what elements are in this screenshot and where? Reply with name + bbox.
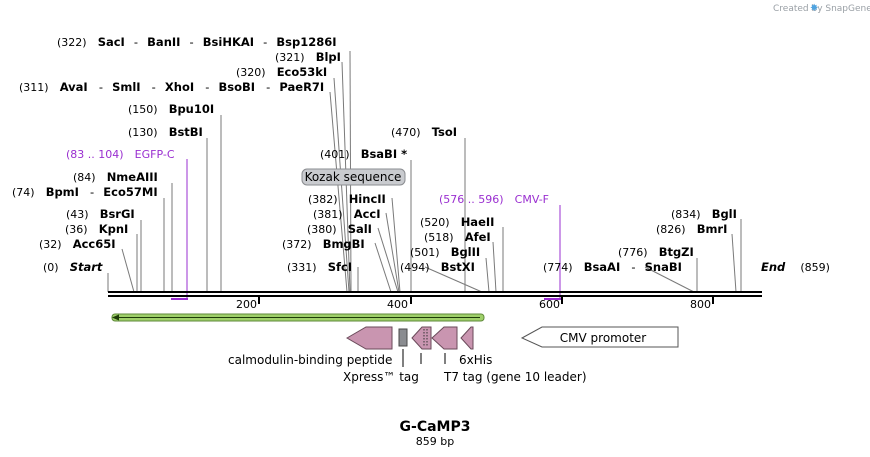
snapgene-logo-icon: ✸	[810, 3, 818, 14]
cmv-promoter-label: CMV promoter	[560, 331, 647, 345]
xpress-tag-label: Xpress™ tag	[343, 370, 419, 384]
t7-tag-label: T7 tag (gene 10 leader)	[443, 370, 587, 384]
enzyme-label-haeII: (520) HaeII	[420, 211, 494, 230]
enzyme-label-bglI: (834) BglI	[671, 203, 737, 222]
his-tag-arrow[interactable]	[431, 326, 458, 350]
sequence-backbone	[108, 291, 762, 304]
enzyme-label-nmeAIII: (84) NmeAIII	[73, 166, 158, 185]
enzyme-label-bsrGI: (43) BsrGI	[66, 203, 135, 222]
enzyme-label-accI: (381) AccI	[313, 203, 381, 222]
his-tag-label: 6xHis	[459, 353, 492, 367]
sequence-end-label: End (859)	[761, 256, 830, 275]
enzyme-label-bpu10I: (150) Bpu10I	[128, 98, 214, 117]
kozak-sequence-label: Kozak sequence	[305, 170, 402, 184]
enzyme-label-sacI-group: (322) SacI - BanII - BsiHKAI - Bsp1286I	[57, 31, 337, 50]
xpress-tag-box[interactable]	[398, 328, 408, 347]
ruler-tick-600: 600	[539, 298, 560, 311]
calmodulin-binding-peptide-arrow[interactable]	[346, 326, 393, 350]
ruler-tick-200: 200	[236, 298, 257, 311]
enzyme-label-afeI: (518) AfeI	[424, 226, 491, 245]
enzyme-label-sfcI: (331) SfcI	[287, 256, 352, 275]
plasmid-title: G-CaMP3	[400, 419, 471, 435]
enzyme-label-hincII: (382) HincII	[308, 188, 386, 207]
orf-arrow[interactable]	[111, 313, 485, 322]
enzyme-label-bmgBI: (372) BmgBI	[282, 233, 365, 252]
enzyme-label-blpI: (321) BlpI	[275, 46, 341, 65]
primer-label-cmv-f: (576 .. 596) CMV-F	[439, 188, 549, 207]
t7-tag-arrow[interactable]	[411, 326, 432, 350]
calmodulin-binding-peptide-label: calmodulin-binding peptide	[228, 353, 392, 367]
enzyme-label-bsaAI-group: (774) BsaAI - SnaBI	[543, 256, 682, 275]
enzyme-label-bmrI: (826) BmrI	[656, 218, 727, 237]
primer-label-egfp-c: (83 .. 104) EGFP-C	[66, 143, 175, 162]
enzyme-label-bpmI-group: (74) BpmI - Eco57MI	[12, 181, 158, 200]
enzyme-label-bstXI: (494) BstXI	[400, 256, 475, 275]
enzyme-label-bstBI: (130) BstBI	[128, 121, 203, 140]
leader-lines	[107, 50, 742, 299]
enzyme-label-salI: (380) SalI	[307, 218, 372, 237]
sequence-start-label: (0) Start	[43, 256, 103, 275]
enzyme-label-avaI-group: (311) AvaI - SmlI - XhoI - BsoBI - PaeR7…	[19, 76, 324, 95]
enzyme-label-eco53kI: (320) Eco53kI	[236, 61, 327, 80]
enzyme-label-btgZI: (776) BtgZI	[618, 241, 694, 260]
ruler-tick-800: 800	[690, 298, 711, 311]
enzyme-label-kpnI: (36) KpnI	[65, 218, 128, 237]
cmv-promoter-arrow[interactable]	[520, 326, 679, 348]
enzyme-label-bglII: (501) BglII	[410, 241, 480, 260]
snapgene-credit: Created by SnapGene	[773, 4, 870, 14]
small-feature-arrow[interactable]	[460, 326, 474, 350]
enzyme-labels: (322) SacI - BanII - BsiHKAI - Bsp1286I …	[12, 31, 737, 275]
plasmid-length: 859 bp	[416, 435, 454, 448]
enzyme-label-bsaBI: (401) BsaBI *	[320, 143, 407, 162]
ruler-tick-400: 400	[387, 298, 408, 311]
kozak-sequence-box[interactable]	[301, 168, 406, 186]
enzyme-label-tsoI: (470) TsoI	[391, 121, 457, 140]
enzyme-label-acc65I: (32) Acc65I	[39, 233, 116, 252]
